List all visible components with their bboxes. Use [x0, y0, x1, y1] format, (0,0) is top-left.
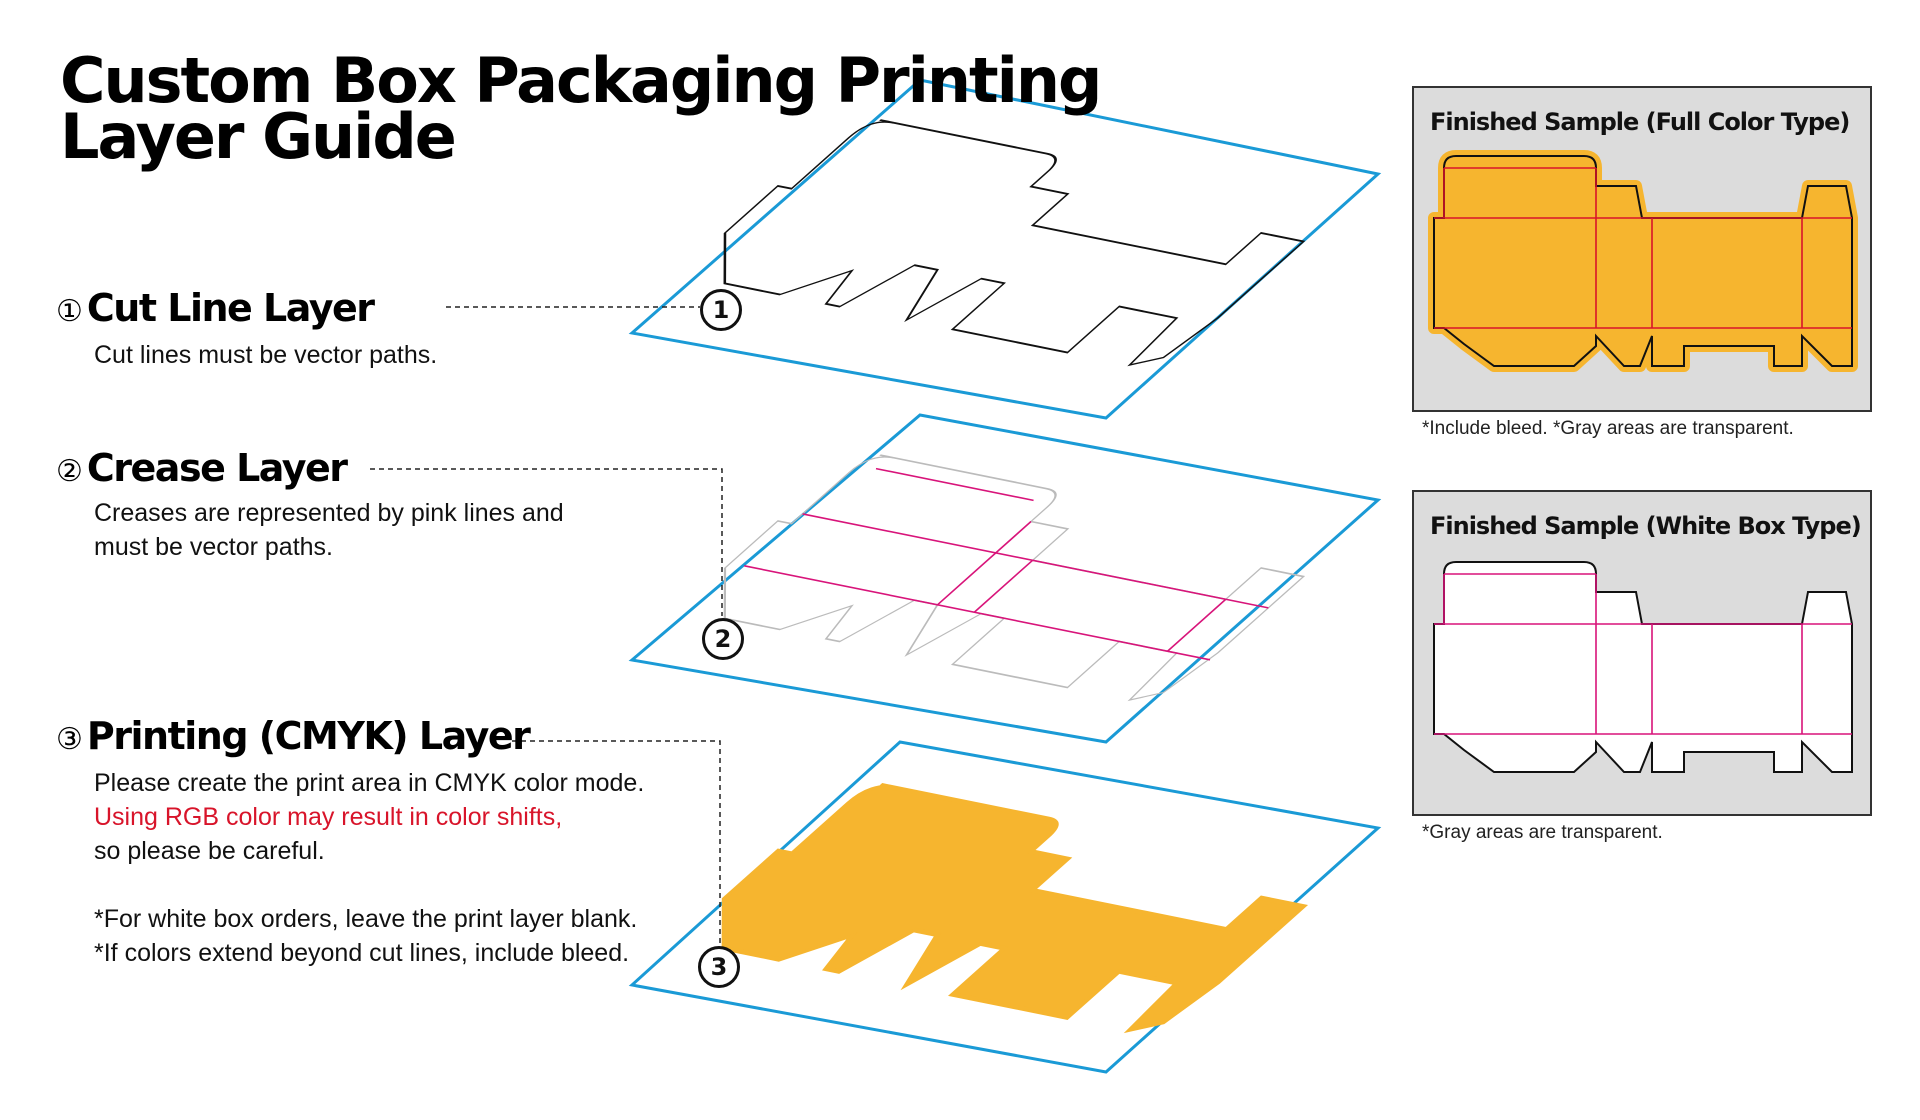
leader-line-3	[512, 740, 721, 943]
badge-crease-layer: 2	[702, 618, 744, 660]
circled-number-icon: ②	[56, 454, 83, 489]
printing-desc-line-3: so please be careful.	[94, 837, 325, 865]
cut-line-desc-line-1: Cut lines must be vector paths.	[94, 341, 438, 369]
cut-line-dieline	[677, 114, 1338, 373]
printing-desc-line-1: Please create the print area in CMYK col…	[94, 769, 645, 797]
bleed-note: *If colors extend beyond cut lines, incl…	[94, 939, 630, 967]
crease-desc-line-2: must be vector paths.	[94, 533, 334, 561]
crease-desc-line-1: Creases are represented by pink lines an…	[94, 499, 564, 527]
page-title-line-2: Layer Guide	[60, 100, 457, 173]
circled-number-icon: ①	[56, 294, 83, 329]
cut-layer-plane	[628, 78, 1382, 420]
crease-layer-plane	[628, 413, 1382, 744]
circled-number-icon: ③	[56, 722, 83, 757]
crease-layer-description: Creases are represented by pink lines an…	[94, 496, 564, 564]
crease-layer-title: Crease Layer	[86, 446, 348, 490]
cut-line-layer-title: Cut Line Layer	[86, 286, 375, 330]
badge-printing-layer: 3	[698, 946, 740, 988]
print-area-shape	[679, 780, 1337, 1036]
badge-cut-layer: 1	[700, 289, 742, 331]
sample-panel-full-color: Finished Sample (Full Color Type)	[1412, 86, 1872, 412]
print-layer-plane	[628, 740, 1382, 1074]
printing-layer-description: Please create the print area in CMYK col…	[94, 766, 644, 970]
sample-panel-white-box: Finished Sample (White Box Type)	[1412, 490, 1872, 816]
page-title-line-1: Custom Box Packaging Printing	[60, 44, 1102, 117]
crease-dieline	[677, 449, 1338, 707]
leader-line-2	[370, 468, 723, 616]
cut-line-layer-description: Cut lines must be vector paths.	[94, 338, 437, 372]
sample-note-white-box: *Gray areas are transparent.	[1422, 822, 1663, 843]
sample-note-full-color: *Include bleed. *Gray areas are transpar…	[1422, 418, 1794, 439]
white-box-note: *For white box orders, leave the print l…	[94, 905, 638, 933]
sample-title-full-color: Finished Sample (Full Color Type)	[1430, 108, 1850, 136]
full-color-box-diagram	[1424, 148, 1864, 408]
printing-layer-title: Printing (CMYK) Layer	[86, 714, 531, 758]
sample-title-white-box: Finished Sample (White Box Type)	[1430, 512, 1862, 540]
printing-rgb-warning: Using RGB color may result in color shif…	[94, 803, 563, 831]
white-box-diagram	[1433, 561, 1853, 773]
